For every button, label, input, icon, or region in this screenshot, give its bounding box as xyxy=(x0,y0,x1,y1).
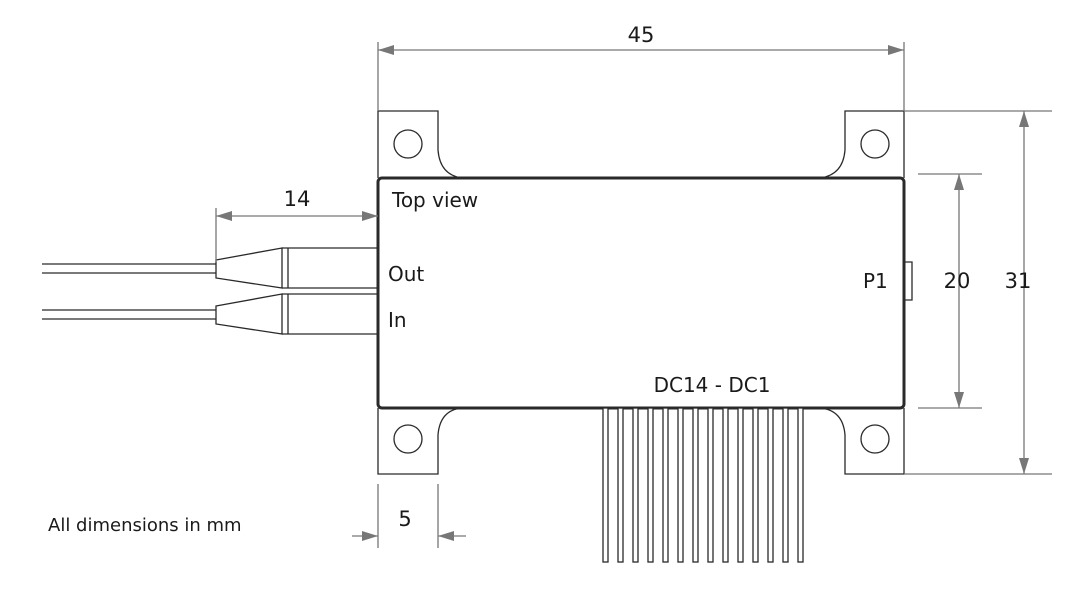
dimension-width xyxy=(377,42,905,111)
dimension-overall-height-label: 31 xyxy=(1005,269,1032,293)
flange-bottom-left xyxy=(377,407,463,475)
mounting-hole-top-right xyxy=(860,129,890,159)
fiber-in xyxy=(42,293,378,335)
dimension-width-label: 45 xyxy=(628,23,655,47)
dc-pin xyxy=(767,407,774,563)
dc-pin xyxy=(737,407,744,563)
dc-pin xyxy=(602,407,609,563)
dimension-fiber-length-label: 14 xyxy=(284,187,311,211)
dimension-overall-height xyxy=(904,110,1052,475)
dc-pin xyxy=(797,407,804,563)
dc-pin xyxy=(632,407,639,563)
dc-pin xyxy=(647,407,654,563)
flange-top-left xyxy=(377,110,463,179)
mounting-hole-bottom-right xyxy=(860,424,890,454)
dc-pin xyxy=(722,407,729,563)
dimension-flange-width xyxy=(352,484,466,548)
dc-pin xyxy=(707,407,714,563)
port-out-label: Out xyxy=(388,262,424,286)
dimension-body-height-label: 20 xyxy=(944,269,971,293)
view-label: Top view xyxy=(391,188,478,212)
dimension-body-height xyxy=(918,173,982,409)
flange-bottom-right xyxy=(819,407,905,475)
dc-pin xyxy=(662,407,669,563)
package-body xyxy=(376,176,906,410)
dc-pins-label: DC14 - DC1 xyxy=(654,373,771,397)
dc-pin xyxy=(752,407,759,563)
flange-top-right xyxy=(819,110,905,179)
dc-pin xyxy=(692,407,699,563)
port-in-label: In xyxy=(388,308,407,332)
dc-pin xyxy=(782,407,789,563)
mounting-hole-bottom-left xyxy=(393,424,423,454)
p1-bracket xyxy=(904,261,913,301)
mounting-hole-top-left xyxy=(393,129,423,159)
fiber-out xyxy=(42,247,378,289)
dc-pin-group xyxy=(602,407,804,563)
dc-pin xyxy=(617,407,624,563)
dimension-flange-width-label: 5 xyxy=(398,507,411,531)
dimension-fiber-length xyxy=(215,208,378,262)
pin-p1-label: P1 xyxy=(863,269,888,293)
units-note: All dimensions in mm xyxy=(48,515,242,536)
dc-pin xyxy=(677,407,684,563)
